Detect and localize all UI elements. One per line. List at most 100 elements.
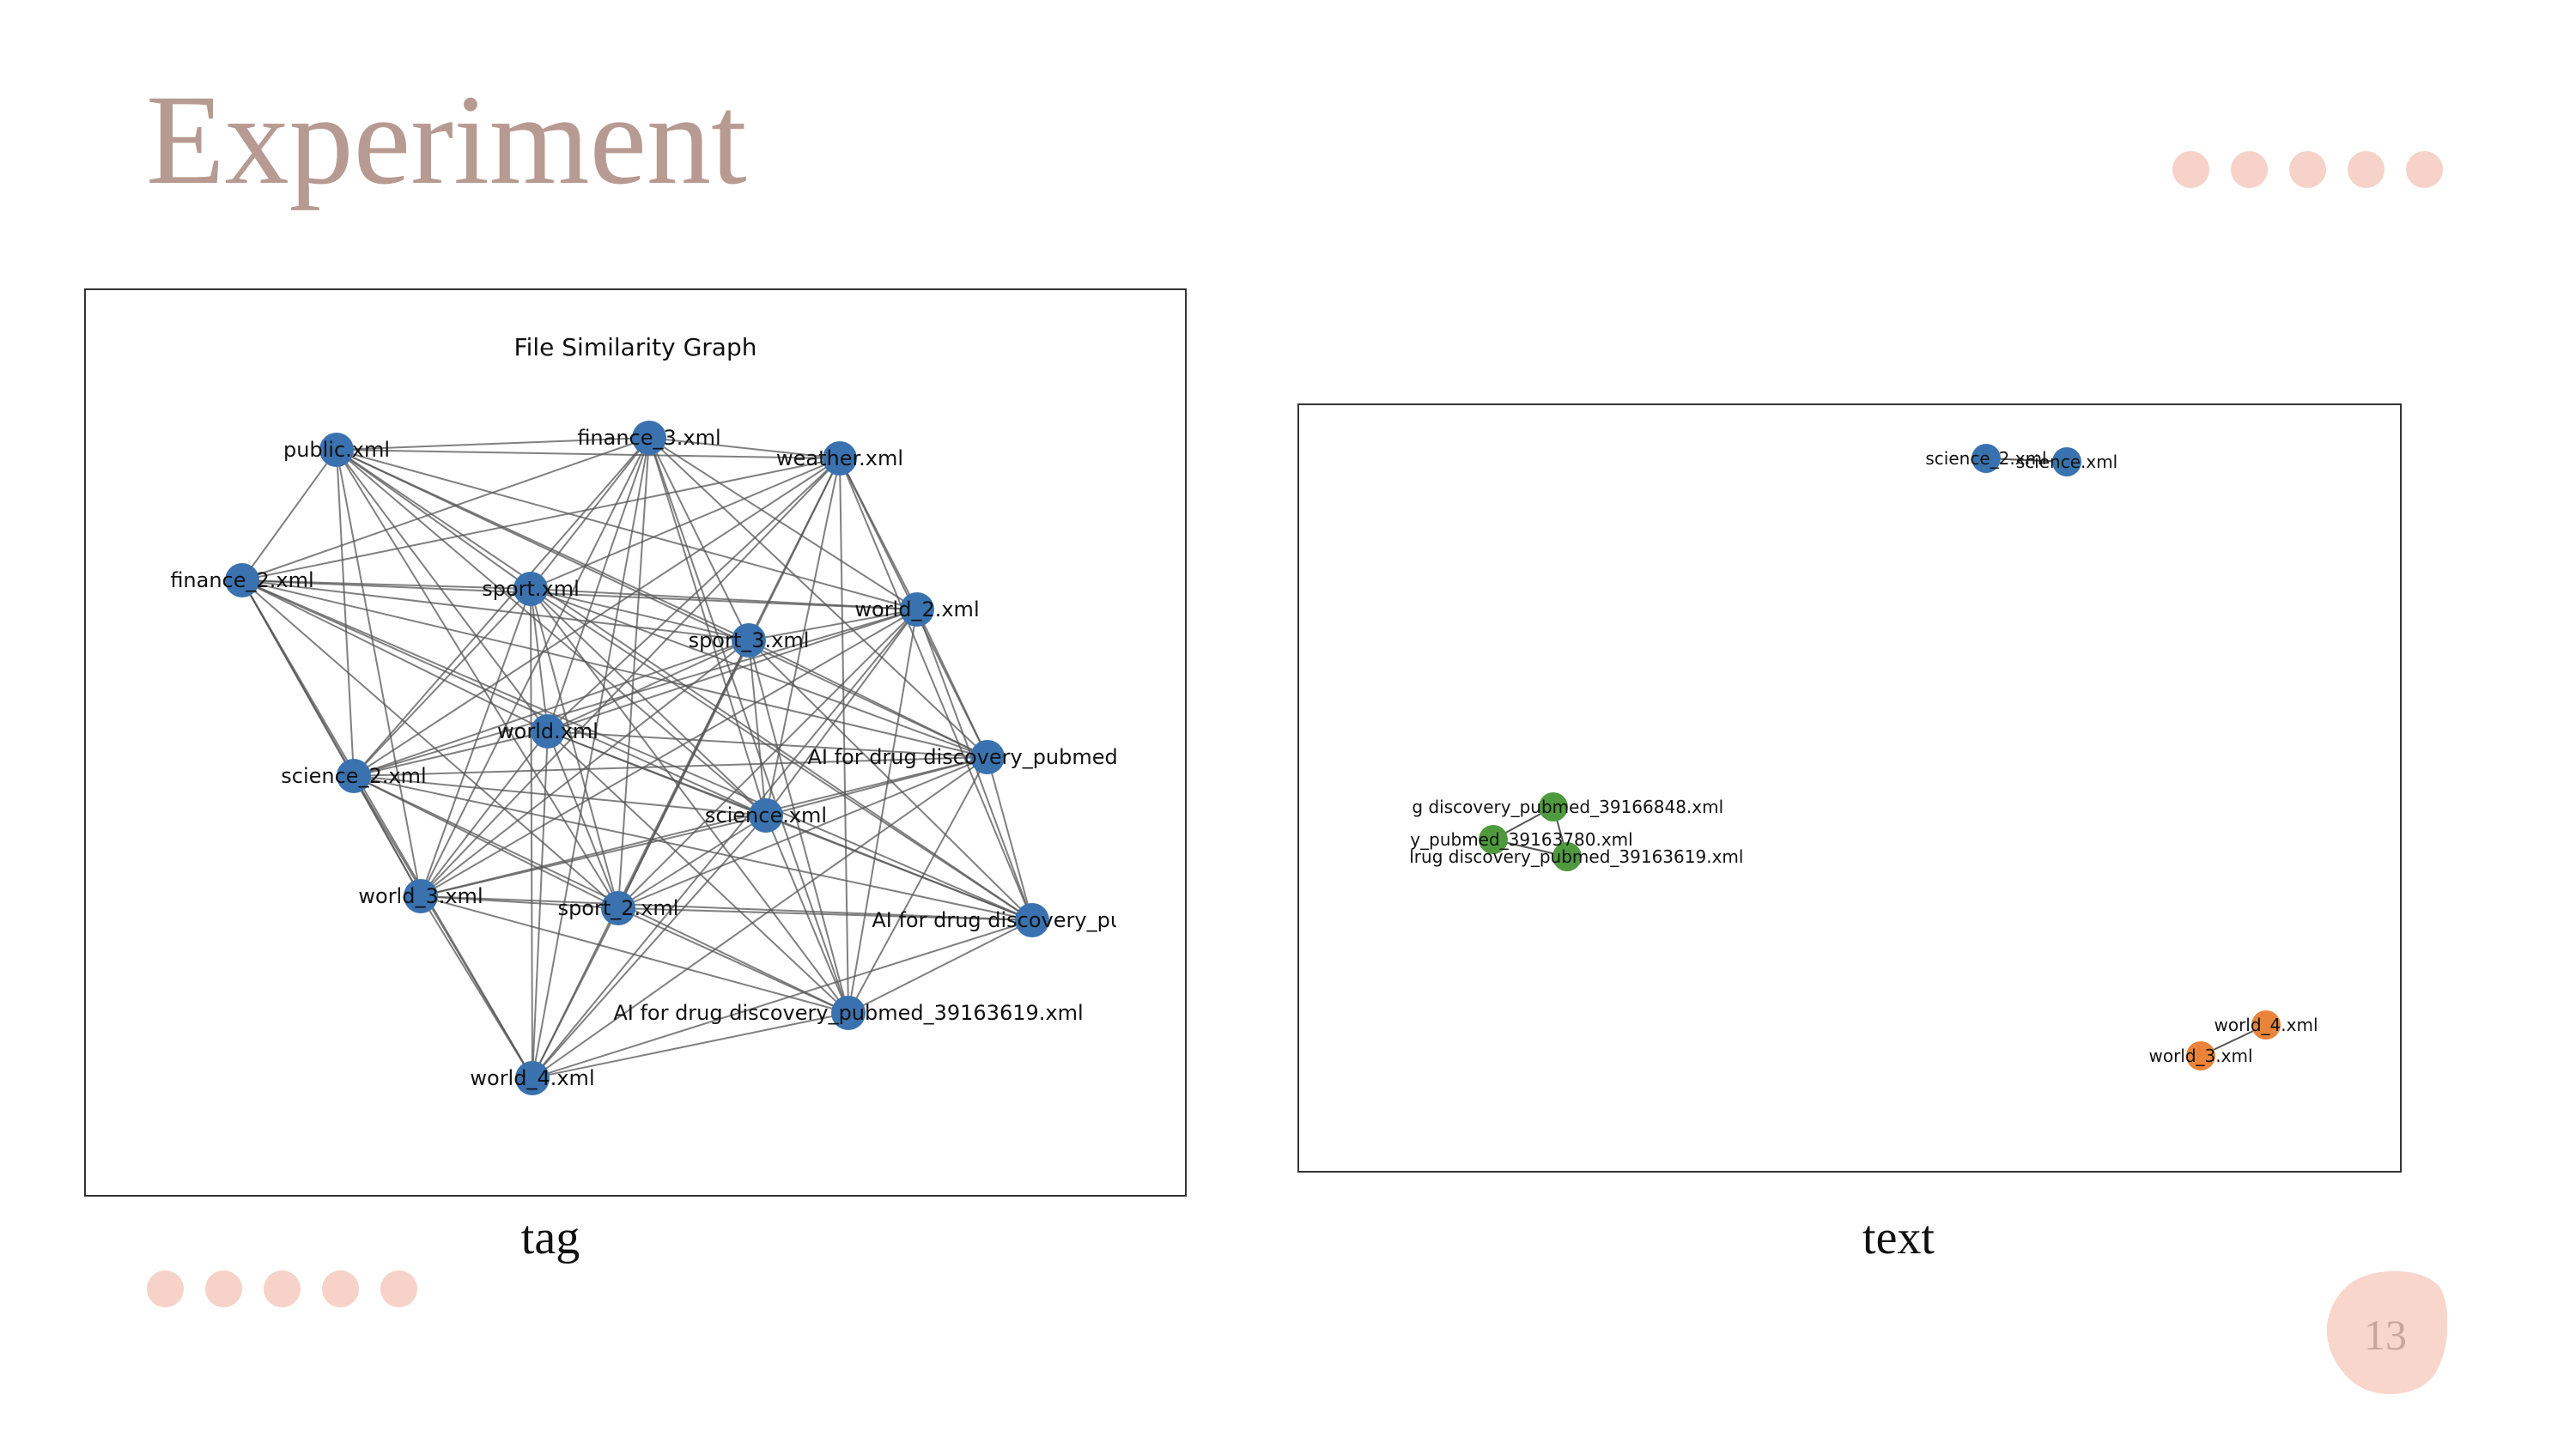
decorative-dots-bottom bbox=[147, 1270, 417, 1307]
node-label-drug-3: r drug discovery_pubmed_39163619.xml bbox=[1391, 846, 1744, 867]
node-label-science-2: science_2.xml bbox=[281, 764, 426, 788]
node-label-ai-a: AI for drug discovery_pubmed_391 bbox=[807, 745, 1167, 769]
graph-edge bbox=[241, 579, 918, 610]
graph-edge bbox=[241, 579, 750, 641]
graph-edge bbox=[420, 895, 849, 1014]
graph-edge bbox=[353, 775, 849, 1014]
node-label-weather: weather.xml bbox=[776, 446, 903, 470]
node-world-3 bbox=[404, 879, 438, 913]
graph-edge bbox=[765, 815, 1033, 921]
graph-edge bbox=[987, 756, 1033, 921]
node-public bbox=[319, 433, 354, 467]
graph-edge bbox=[848, 609, 918, 1014]
graph-edge bbox=[547, 437, 650, 732]
graph-edge bbox=[648, 437, 849, 1014]
graph-edge bbox=[532, 919, 1033, 1079]
graph-edge bbox=[532, 907, 619, 1079]
graph-edge bbox=[748, 640, 767, 816]
graph-edge bbox=[336, 449, 841, 459]
node-world bbox=[531, 714, 565, 749]
node-world-3 bbox=[2186, 1041, 2215, 1070]
graph-edge bbox=[530, 588, 767, 816]
graph-edge bbox=[530, 588, 619, 909]
node-world-2 bbox=[900, 592, 934, 627]
graph-edge bbox=[241, 579, 549, 732]
decor-dot bbox=[2348, 151, 2385, 188]
page-number: 13 bbox=[2364, 1311, 2407, 1359]
graph-edge bbox=[353, 775, 767, 816]
graph-edge bbox=[420, 815, 767, 897]
caption-tag: tag bbox=[520, 1211, 580, 1264]
graph-edge bbox=[353, 640, 750, 777]
node-finance-2 bbox=[225, 563, 259, 597]
graph-edge bbox=[353, 588, 532, 777]
graph-edge bbox=[353, 458, 841, 777]
node-label-world-3: world_3.xml bbox=[358, 884, 483, 908]
graph-edge bbox=[530, 588, 533, 1079]
graph-edge bbox=[241, 579, 1033, 921]
graph-edge bbox=[241, 579, 619, 909]
node-label-science-2: science_2.xml bbox=[1925, 448, 2046, 469]
graph-edge bbox=[617, 756, 988, 909]
node-label-finance-3: finance_3.xml bbox=[577, 426, 720, 450]
graph-edge bbox=[547, 609, 918, 732]
graph-edge bbox=[916, 609, 988, 758]
decor-dot bbox=[2172, 151, 2209, 188]
node-science bbox=[749, 798, 783, 833]
graph-edge bbox=[748, 640, 988, 758]
graph-edge bbox=[420, 895, 533, 1079]
graph-edge bbox=[336, 449, 918, 610]
graph-edge bbox=[420, 588, 532, 897]
graph-title: File Similarity Graph bbox=[514, 333, 757, 361]
graph-edge bbox=[530, 588, 849, 1014]
graph-edge bbox=[336, 449, 532, 590]
decor-dot bbox=[322, 1270, 359, 1307]
graph-edge bbox=[617, 815, 767, 909]
graph-edge bbox=[617, 609, 918, 909]
graph-edge bbox=[353, 731, 549, 777]
node-ai-b bbox=[1015, 903, 1049, 937]
graph-edge bbox=[241, 449, 337, 581]
graph-edge bbox=[530, 588, 918, 610]
node-label-sport-2: sport_2.xml bbox=[558, 896, 679, 920]
decor-dot bbox=[2406, 151, 2443, 188]
graph-edge bbox=[336, 449, 619, 909]
graph-edge bbox=[547, 731, 988, 758]
graph-edge bbox=[748, 609, 918, 641]
graph-edge bbox=[530, 458, 841, 590]
graph-edge bbox=[547, 458, 841, 732]
node-label-science: science.xml bbox=[705, 803, 827, 828]
graph-edge bbox=[532, 1012, 849, 1079]
decorative-dots-top bbox=[2172, 151, 2443, 188]
graph-edge bbox=[748, 640, 849, 1014]
graph-edge bbox=[420, 731, 549, 897]
node-label-world: world.xml bbox=[497, 719, 598, 743]
graph-edge bbox=[353, 756, 988, 777]
graph-edge bbox=[530, 588, 750, 641]
node-label-world-4: world_4.xml bbox=[2214, 1015, 2318, 1035]
node-label-sport-3: sport_3.xml bbox=[689, 628, 810, 652]
node-world-4 bbox=[515, 1061, 550, 1095]
node-drug-2 bbox=[1479, 825, 1508, 854]
decor-dot bbox=[147, 1270, 184, 1307]
node-label-finance-2: finance_2.xml bbox=[170, 568, 313, 592]
graph-edge bbox=[241, 579, 988, 758]
node-world-4 bbox=[2251, 1010, 2281, 1040]
node-science-2 bbox=[1971, 444, 2001, 473]
graph-edge bbox=[420, 437, 650, 897]
node-label-sport: sport.xml bbox=[482, 577, 580, 601]
node-sport bbox=[513, 572, 548, 606]
node-finance-3 bbox=[632, 421, 666, 455]
graph-edge bbox=[532, 756, 988, 1079]
node-science bbox=[2052, 447, 2081, 476]
graph-edge bbox=[532, 815, 767, 1079]
graph-edge bbox=[648, 437, 918, 610]
node-sport-2 bbox=[601, 891, 635, 925]
node-label-drug-2: scovery_pubmed_39163780.xml bbox=[1353, 829, 1632, 850]
graph-edge bbox=[336, 449, 422, 897]
